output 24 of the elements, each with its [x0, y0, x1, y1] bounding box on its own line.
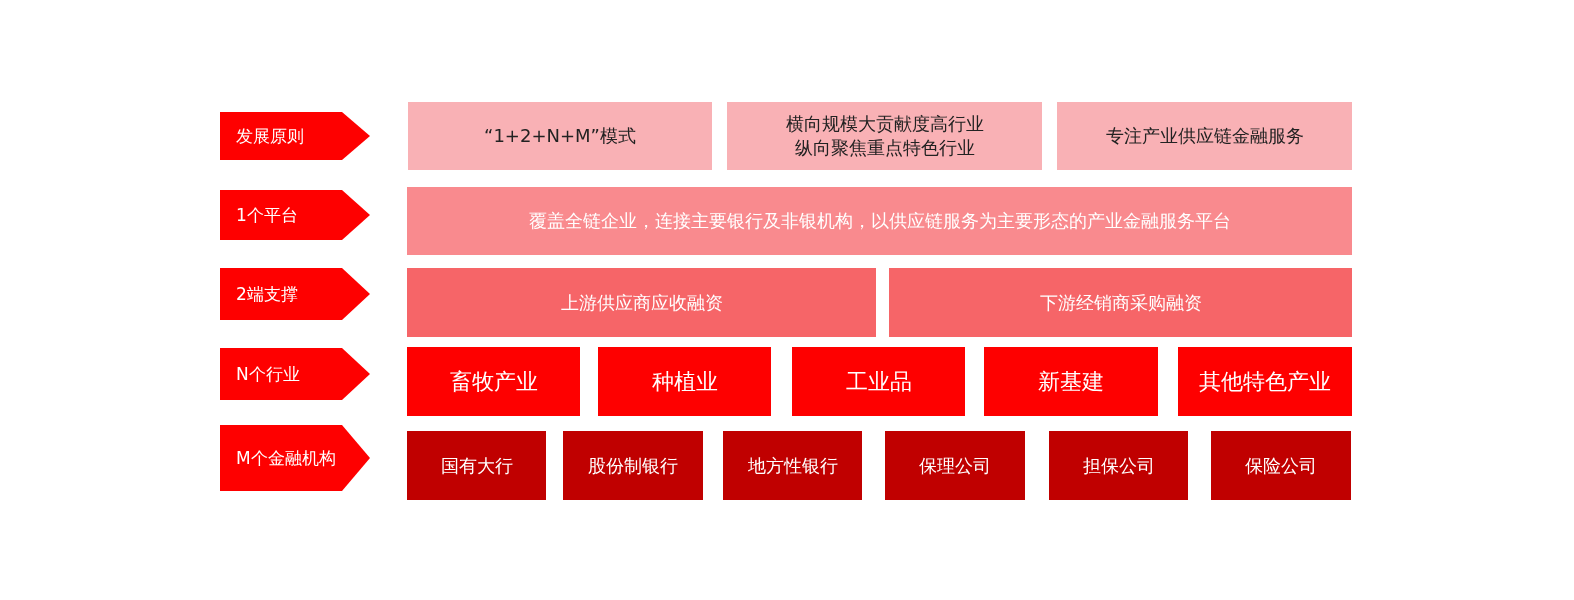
- layer-box: 国有大行: [407, 431, 546, 500]
- row-heading-tag: 发展原则: [220, 112, 370, 160]
- layer-box: 种植业: [598, 347, 771, 416]
- layer-box: 担保公司: [1049, 431, 1188, 500]
- layer-box: [727, 102, 1042, 170]
- layer-box: 覆盖全链企业，连接主要银行及非银机构，以供应链服务为主要形态的产业金融服务平台: [407, 187, 1352, 255]
- box-text: 纵向聚焦重点特色行业: [794, 136, 975, 160]
- layer-box: 下游经销商采购融资: [889, 268, 1352, 337]
- layer-box: 新基建: [984, 347, 1158, 416]
- layer-box: “1+2+N+M”模式: [408, 102, 712, 170]
- row-heading-tag: N个行业: [220, 348, 370, 400]
- layer-box: 保理公司: [885, 431, 1025, 500]
- box-text: 横向规模大贡献度高行业: [785, 111, 984, 136]
- row-heading-tag: M个金融机构: [220, 425, 370, 491]
- layer-box: 专注产业供应链金融服务: [1057, 102, 1352, 170]
- layer-box: 地方性银行: [723, 431, 862, 500]
- layer-box: 股份制银行: [563, 431, 703, 500]
- layer-box: 畜牧产业: [407, 347, 580, 416]
- layer-box: 其他特色产业: [1178, 347, 1352, 416]
- row-heading-tag: 2端支撑: [220, 268, 370, 320]
- layer-box: 上游供应商应收融资: [407, 268, 876, 337]
- layer-box: 保险公司: [1211, 431, 1351, 500]
- row-heading-tag: 1个平台: [220, 190, 370, 240]
- layer-box: 工业品: [792, 347, 965, 416]
